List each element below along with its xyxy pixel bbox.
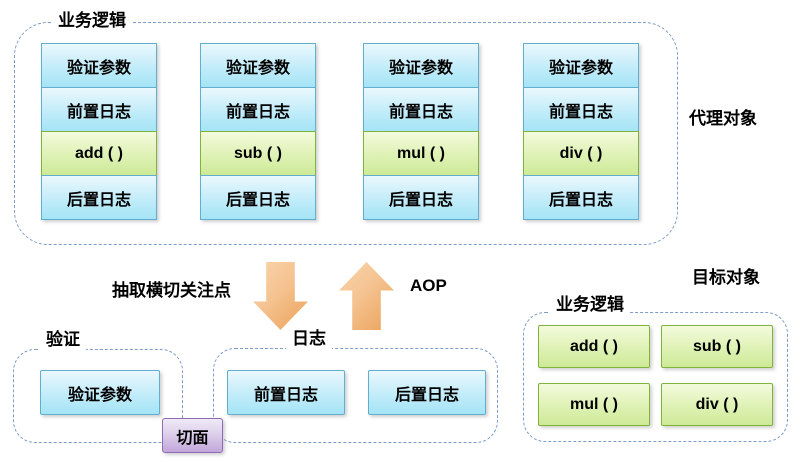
sub-method-box: sub ( ) <box>661 325 773 368</box>
validation-group-label: 验证 <box>40 329 86 351</box>
add-method-box: add ( ) <box>41 131 157 176</box>
method-stack-add: 验证参数 前置日志 add ( ) 后置日志 <box>41 43 157 220</box>
method-stack-sub: 验证参数 前置日志 sub ( ) 后置日志 <box>200 43 316 220</box>
mul-method-box: mul ( ) <box>538 383 650 426</box>
pre-log-box: 前置日志 <box>41 87 157 132</box>
post-log-box: 后置日志 <box>363 175 479 220</box>
validation-group-container <box>13 349 183 443</box>
log-group-container <box>213 348 498 443</box>
post-log-box: 后置日志 <box>200 175 316 220</box>
validate-params-box: 验证参数 <box>200 43 316 88</box>
pre-log-box: 前置日志 <box>363 87 479 132</box>
proxy-group-label: 业务逻辑 <box>52 10 132 32</box>
down-arrow-icon <box>253 262 308 330</box>
up-arrow-icon <box>339 262 394 330</box>
post-log-box: 后置日志 <box>523 175 639 220</box>
post-log-box: 后置日志 <box>368 370 486 415</box>
validate-params-box: 验证参数 <box>41 43 157 88</box>
aspect-box: 切面 <box>162 418 223 453</box>
proxy-group-container <box>14 22 678 245</box>
log-group-label: 日志 <box>286 328 332 350</box>
div-method-box: div ( ) <box>661 383 773 426</box>
validate-params-box: 验证参数 <box>40 370 160 415</box>
mul-method-box: mul ( ) <box>363 131 479 176</box>
method-stack-mul: 验证参数 前置日志 mul ( ) 后置日志 <box>363 43 479 220</box>
sub-method-box: sub ( ) <box>200 131 316 176</box>
extract-crosscut-label: 抽取横切关注点 <box>112 281 231 300</box>
pre-log-box: 前置日志 <box>523 87 639 132</box>
validate-params-box: 验证参数 <box>363 43 479 88</box>
target-side-label: 目标对象 <box>692 268 760 287</box>
proxy-side-label: 代理对象 <box>689 109 757 128</box>
div-method-box: div ( ) <box>523 131 639 176</box>
aop-label: AOP <box>410 276 447 295</box>
pre-log-box: 前置日志 <box>227 370 345 415</box>
target-group-container <box>523 312 788 442</box>
target-group-label: 业务逻辑 <box>550 294 630 316</box>
method-stack-div: 验证参数 前置日志 div ( ) 后置日志 <box>523 43 639 220</box>
post-log-box: 后置日志 <box>41 175 157 220</box>
validate-params-box: 验证参数 <box>523 43 639 88</box>
pre-log-box: 前置日志 <box>200 87 316 132</box>
add-method-box: add ( ) <box>538 325 650 368</box>
